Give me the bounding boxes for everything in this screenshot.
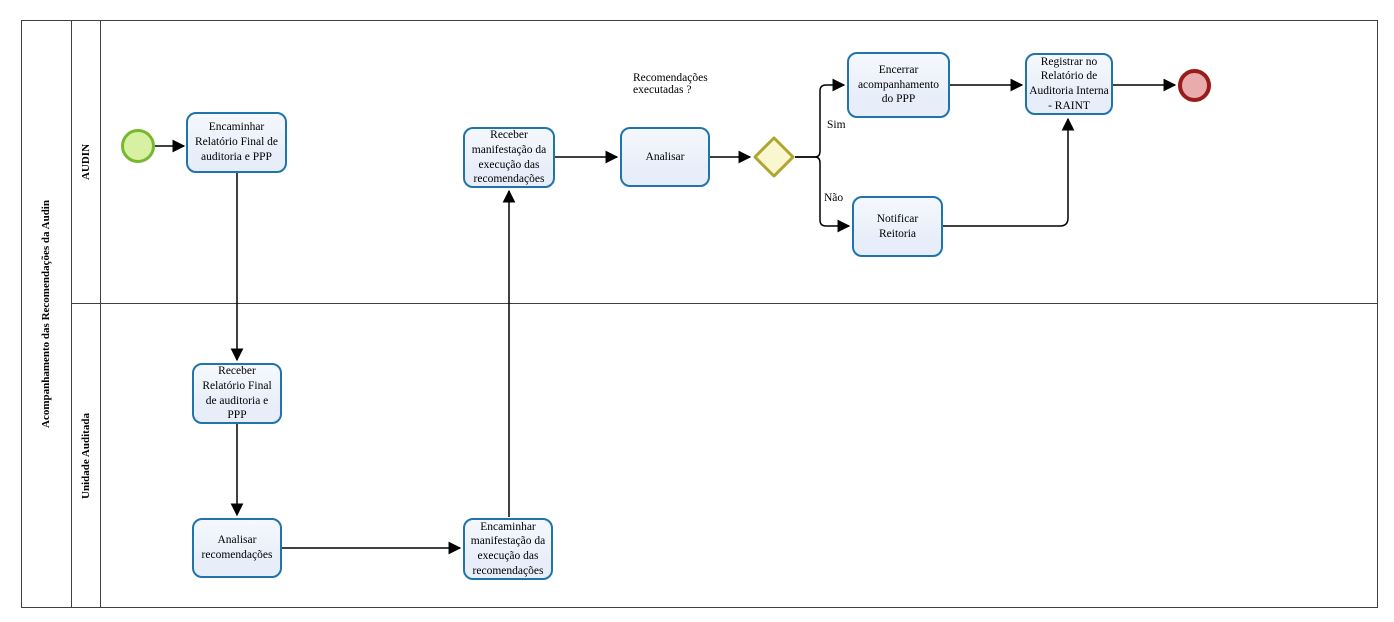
task-analisar-recomendacoes[interactable]: Analisar recomendações [192, 518, 282, 578]
task-analisar[interactable]: Analisar [620, 127, 710, 187]
task-encaminhar-relatorio-final[interactable]: Encaminhar Relatório Final de auditoria … [186, 112, 287, 173]
start-event[interactable] [121, 129, 155, 163]
lane-divider [72, 303, 1378, 304]
task-receber-manifestacao[interactable]: Receber manifestação da execução das rec… [463, 127, 555, 188]
task-registrar-raint[interactable]: Registrar no Relatório de Auditoria Inte… [1025, 53, 1113, 115]
end-event[interactable] [1178, 69, 1211, 102]
flow-label-nao: Não [824, 192, 844, 204]
task-encaminhar-manifestacao[interactable]: Encaminhar manifestação da execução das … [463, 518, 553, 580]
flow-label-sim: Sim [827, 119, 846, 131]
pool-title-cell: Acompanhamento das Recomendações da Audi… [21, 20, 72, 608]
task-notificar-reitoria[interactable]: Notificar Reitoria [852, 196, 943, 257]
gateway-question-label: Recomendações executadas ? [633, 72, 708, 96]
task-encerrar-acompanhamento[interactable]: Encerrar acompanhamento do PPP [847, 52, 950, 118]
flow-notificar-to-registrar [943, 117, 1075, 227]
flow-gateway-nao-to-notificar [795, 156, 851, 233]
task-receber-relatorio-final[interactable]: Receber Relatório Final de auditoria e P… [192, 363, 282, 424]
lane-audin: AUDIN [72, 20, 101, 303]
pool-outline [21, 20, 1378, 608]
lane-unidade-auditada: Unidade Auditada [72, 303, 101, 608]
